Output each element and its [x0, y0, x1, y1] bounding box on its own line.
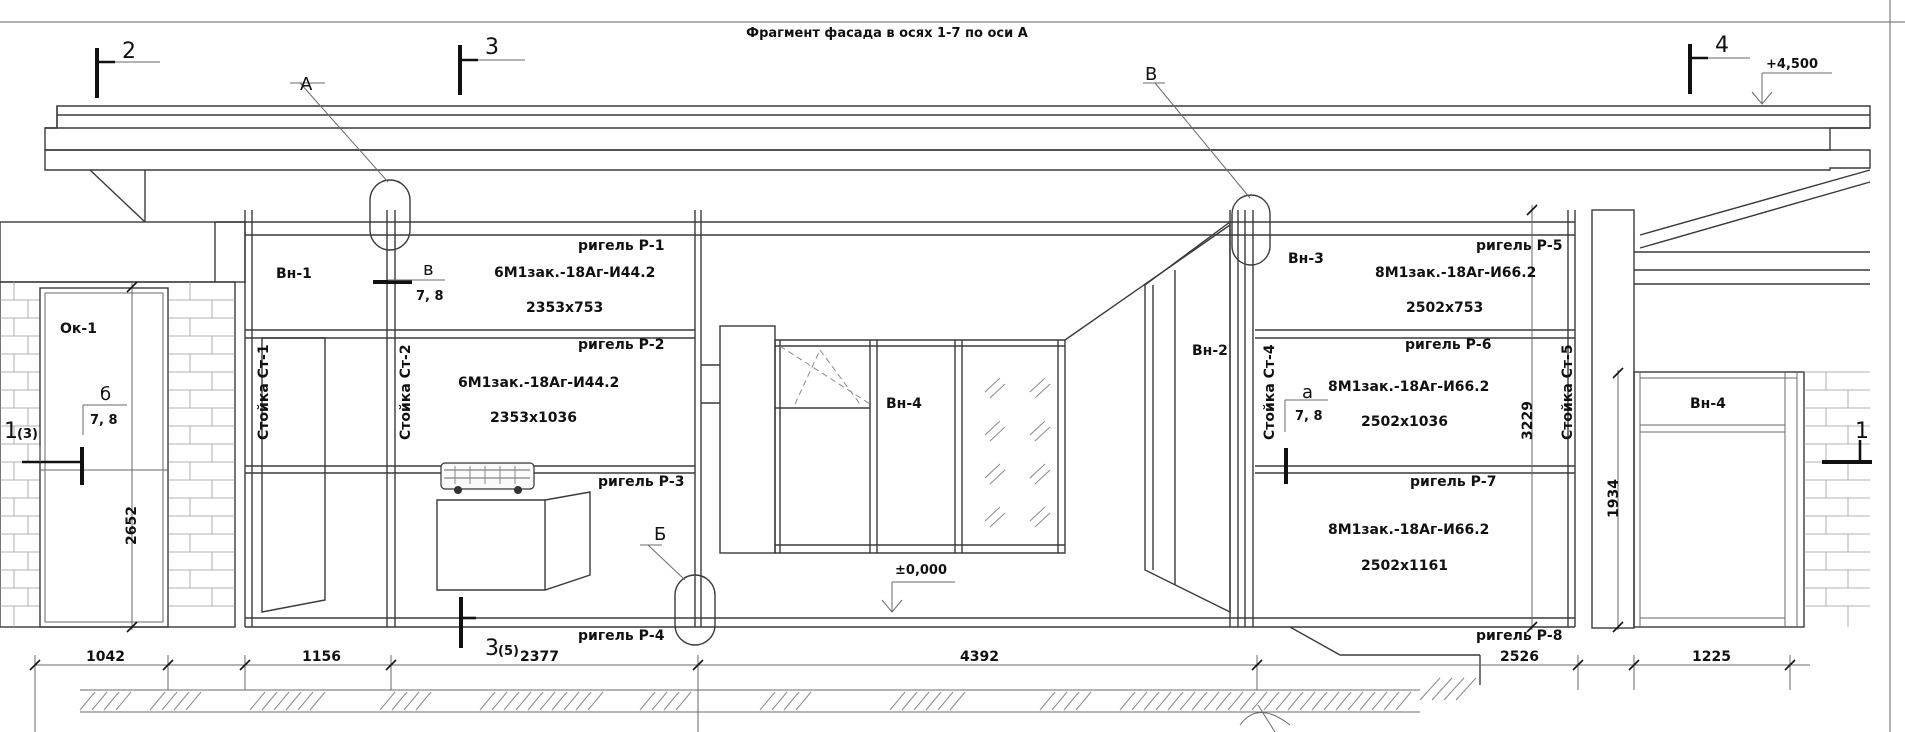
section-marks [22, 44, 1872, 648]
glass-size-7: 2502x1161 [1361, 558, 1448, 574]
callout-b: б [100, 384, 111, 405]
bus-icon [440, 462, 535, 494]
dim-1225: 1225 [1692, 649, 1731, 665]
glass-spec-1: 6М1зак.-18Аг-И44.2 [494, 265, 655, 281]
label-riegel-r5: ригель Р-5 [1476, 238, 1562, 254]
label-vn1: Вн-1 [276, 266, 312, 282]
section-mark-3: 3 [485, 35, 499, 60]
label-riegel-r6: ригель Р-6 [1405, 337, 1491, 353]
glass-size-6: 2502x1036 [1361, 414, 1448, 430]
callout-a-sheet: 7, 8 [1295, 409, 1323, 424]
bottom-dimension-line [29, 655, 1810, 732]
glass-size-1: 2353x753 [526, 300, 603, 316]
canopy [44, 105, 1871, 249]
label-vn3: Вн-3 [1288, 251, 1324, 267]
glass-spec-5: 8М1зак.-18Аг-И66.2 [1375, 265, 1536, 281]
left-brick-wall [0, 221, 246, 628]
section-mark-3-bottom: 3 [485, 636, 499, 661]
label-stoyka-st1: Стойка Ст-1 [256, 344, 272, 440]
drawing-title: Фрагмент фасада в осях 1-7 по оси А [746, 26, 1028, 41]
dim-3229: 3229 [1520, 401, 1536, 440]
label-riegel-r7: ригель Р-7 [1410, 474, 1496, 490]
callout-v: в [423, 259, 434, 280]
curtain-wall-center [701, 210, 1576, 627]
dim-4392: 4392 [960, 649, 999, 665]
ground-hatching [79, 626, 1481, 732]
label-stoyka-st5: Стойка Ст-5 [1560, 344, 1576, 440]
label-vn4-center: Вн-4 [886, 396, 922, 412]
glass-spec-2: 6М1зак.-18Аг-И44.2 [458, 375, 619, 391]
label-riegel-r4: ригель Р-4 [578, 628, 665, 644]
vertical-dimension-lines [126, 204, 1624, 633]
section-mark-2: 2 [122, 39, 136, 64]
callout-b-sheet: 7, 8 [90, 413, 118, 428]
callout-A: А [300, 74, 313, 95]
section-mark-1-left: 1 [4, 419, 18, 444]
section-mark-3-bottom-sub: (5) [498, 644, 519, 659]
glass-spec-6: 8М1зак.-18Аг-И66.2 [1328, 379, 1489, 395]
section-mark-4: 4 [1715, 33, 1729, 58]
detail-callouts [82, 82, 1328, 646]
callout-B: Б [654, 524, 666, 545]
label-stoyka-st2: Стойка Ст-2 [398, 344, 414, 440]
label-riegel-r8: ригель Р-8 [1476, 628, 1562, 644]
callout-a: а [1302, 382, 1313, 403]
label-riegel-r2: ригель Р-2 [578, 337, 664, 353]
dim-2652: 2652 [124, 506, 140, 545]
dim-2526: 2526 [1500, 649, 1539, 665]
dim-2377: 2377 [520, 649, 559, 665]
elevation-markers [881, 72, 1832, 613]
label-riegel-r3: ригель Р-3 [598, 474, 684, 490]
elevation-zero: ±0,000 [895, 563, 947, 578]
dim-1042: 1042 [86, 649, 125, 665]
dim-1934: 1934 [1606, 479, 1622, 518]
section-mark-1-left-sub: (3) [17, 427, 38, 442]
label-riegel-r1: ригель Р-1 [578, 238, 664, 254]
callout-v-sheet: 7, 8 [416, 289, 444, 304]
label-vn4-right: Вн-4 [1690, 396, 1726, 412]
label-stoyka-st4: Стойка Ст-4 [1262, 344, 1278, 440]
label-ok1: Ок-1 [60, 321, 97, 337]
dim-1156: 1156 [302, 649, 341, 665]
label-vn2: Вн-2 [1192, 343, 1228, 359]
section-mark-1: 1 [1855, 419, 1869, 444]
glass-size-2: 2353x1036 [490, 410, 577, 426]
glass-size-5: 2502x753 [1406, 300, 1483, 316]
callout-V: В [1145, 64, 1157, 85]
glass-spec-7: 8М1зак.-18Аг-И66.2 [1328, 522, 1489, 538]
text-annotations: 2 3 4 1 1 (3) 3 (5) А В Б в 7, 8 б 7, 8 … [4, 33, 1869, 665]
elevation-top: +4,500 [1766, 57, 1818, 72]
right-pier [1591, 209, 1870, 629]
